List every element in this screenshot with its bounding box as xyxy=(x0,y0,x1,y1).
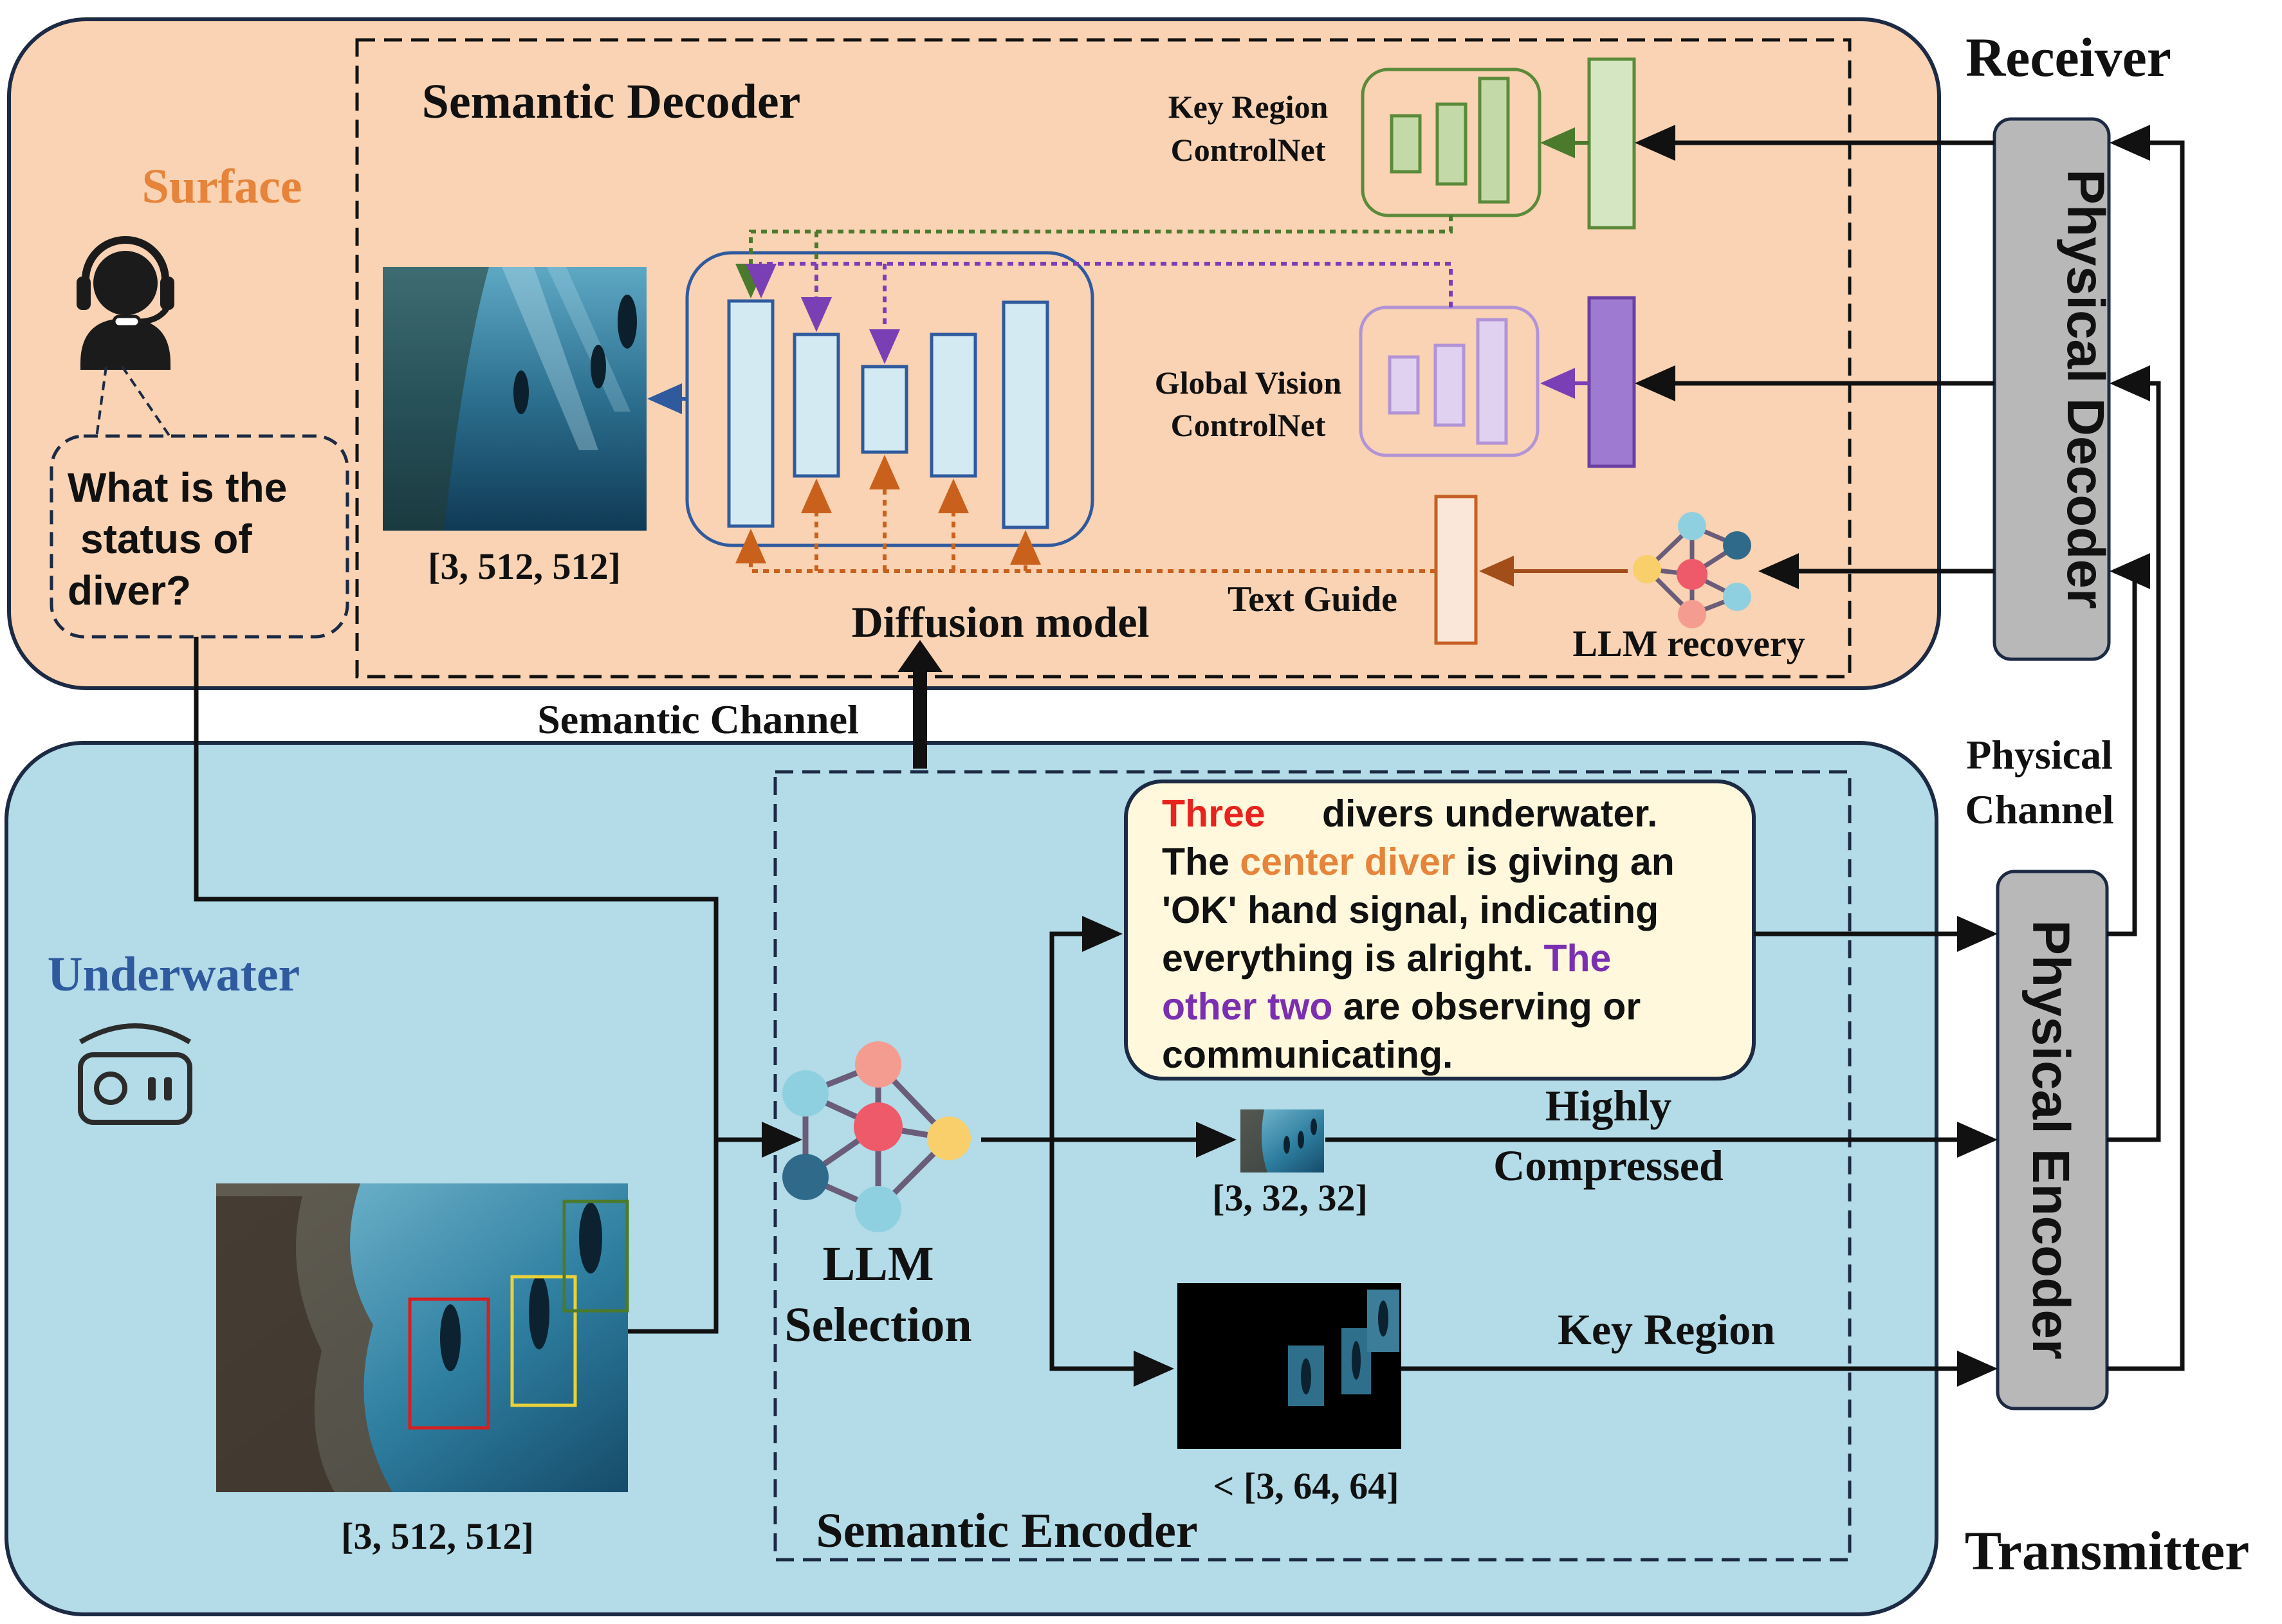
underwater-robot-icon xyxy=(78,1023,192,1125)
unet-block-5 xyxy=(1002,300,1049,529)
caption-line-4: everything is alright. The xyxy=(1162,937,1611,980)
query-line-1: What is the xyxy=(68,464,287,511)
semantic-decoder-label: Semantic Decoder xyxy=(422,75,801,129)
transmitter-label: Transmitter xyxy=(1965,1520,2250,1582)
query-line-3: diver? xyxy=(68,567,191,614)
text-guide-signal xyxy=(735,529,1436,573)
semantic-decoder-block xyxy=(355,38,1852,679)
global-vision-feature-bar xyxy=(1587,296,1636,468)
global-vision-control-signal xyxy=(746,262,1453,307)
llm-recovery-network-icon xyxy=(1633,512,1751,628)
text-guide-label: Text Guide xyxy=(1228,579,1397,619)
text-guide-bar xyxy=(1434,495,1478,645)
decoded-image xyxy=(383,267,647,531)
global-vision-controlnet-label-2: ControlNet xyxy=(1171,407,1326,443)
caption-line-5: other two are observing or xyxy=(1162,985,1641,1028)
physical-channel-label-1: Physical xyxy=(1966,732,2113,778)
key-region-image xyxy=(1177,1283,1401,1449)
physical-decoder-box xyxy=(1992,117,2111,661)
query-line-2: status of xyxy=(80,516,252,562)
detection-box-green xyxy=(562,1200,629,1313)
physical-encoder-label: Physical Encoder xyxy=(2021,920,2080,1360)
detection-box-red xyxy=(408,1297,490,1430)
key-region-feature-bar xyxy=(1587,57,1636,230)
llm-selection-label-2: Selection xyxy=(784,1298,971,1352)
key-region-label: Key Region xyxy=(1558,1305,1775,1354)
branch-to-caption xyxy=(1049,916,1123,1140)
caption-box xyxy=(1124,780,1756,1081)
semantic-channel-label: Semantic Channel xyxy=(537,697,859,742)
headset-operator-icon xyxy=(77,236,174,370)
llm-selection-network-icon xyxy=(782,1041,971,1232)
receiver-label: Receiver xyxy=(1965,26,2171,88)
underwater-label: Underwater xyxy=(48,947,300,1001)
llm-recovery-label: LLM recovery xyxy=(1572,623,1805,664)
detection-box-yellow xyxy=(510,1275,577,1407)
key-region-controlnet-label-1: Key Region xyxy=(1168,89,1329,125)
semantic-encoder-block xyxy=(773,770,1852,1562)
compressed-image xyxy=(1240,1109,1324,1172)
global-vision-controlnet-label-1: Global Vision xyxy=(1155,365,1342,401)
highly-compressed-label-1: Highly xyxy=(1545,1081,1672,1130)
physical-channel-text xyxy=(2107,553,2150,936)
decoded-image-dims: [3, 512, 512] xyxy=(428,545,621,587)
caption-line-6: communicating. xyxy=(1162,1034,1453,1076)
physical-channel-key-region xyxy=(2107,125,2185,1371)
compressed-dims: [3, 32, 32] xyxy=(1212,1177,1368,1219)
highly-compressed-label-2: Compressed xyxy=(1493,1141,1724,1190)
unet-block-3 xyxy=(861,365,908,454)
diffusion-model-label: Diffusion model xyxy=(852,598,1150,646)
query-bubble xyxy=(50,434,349,639)
physical-decoder-label: Physical Decoder xyxy=(2056,169,2115,609)
unet-block-2 xyxy=(793,333,840,478)
key-region-control-signal xyxy=(735,215,1453,298)
input-image xyxy=(216,1183,628,1492)
branch-to-key-region xyxy=(1049,1140,1174,1387)
caption-line-2: The center diver is giving an xyxy=(1162,841,1675,883)
query-to-llm-line xyxy=(194,637,802,1158)
unet-block-1 xyxy=(727,299,775,528)
physical-channel-compressed xyxy=(2107,365,2161,1142)
llm-selection-label-1: LLM xyxy=(822,1237,934,1291)
surface-label: Surface xyxy=(142,160,302,214)
semantic-encoder-label: Semantic Encoder xyxy=(816,1504,1197,1558)
physical-channel-label-2: Channel xyxy=(1965,787,2113,832)
key-region-controlnet-label-2: ControlNet xyxy=(1171,132,1326,168)
key-region-dims: < [3, 64, 64] xyxy=(1213,1465,1399,1507)
image-to-llm-line xyxy=(628,1140,719,1334)
caption-line-3: 'OK' hand signal, indicating xyxy=(1162,889,1659,931)
input-image-dims: [3, 512, 512] xyxy=(341,1515,534,1557)
unet-block-4 xyxy=(930,333,977,478)
